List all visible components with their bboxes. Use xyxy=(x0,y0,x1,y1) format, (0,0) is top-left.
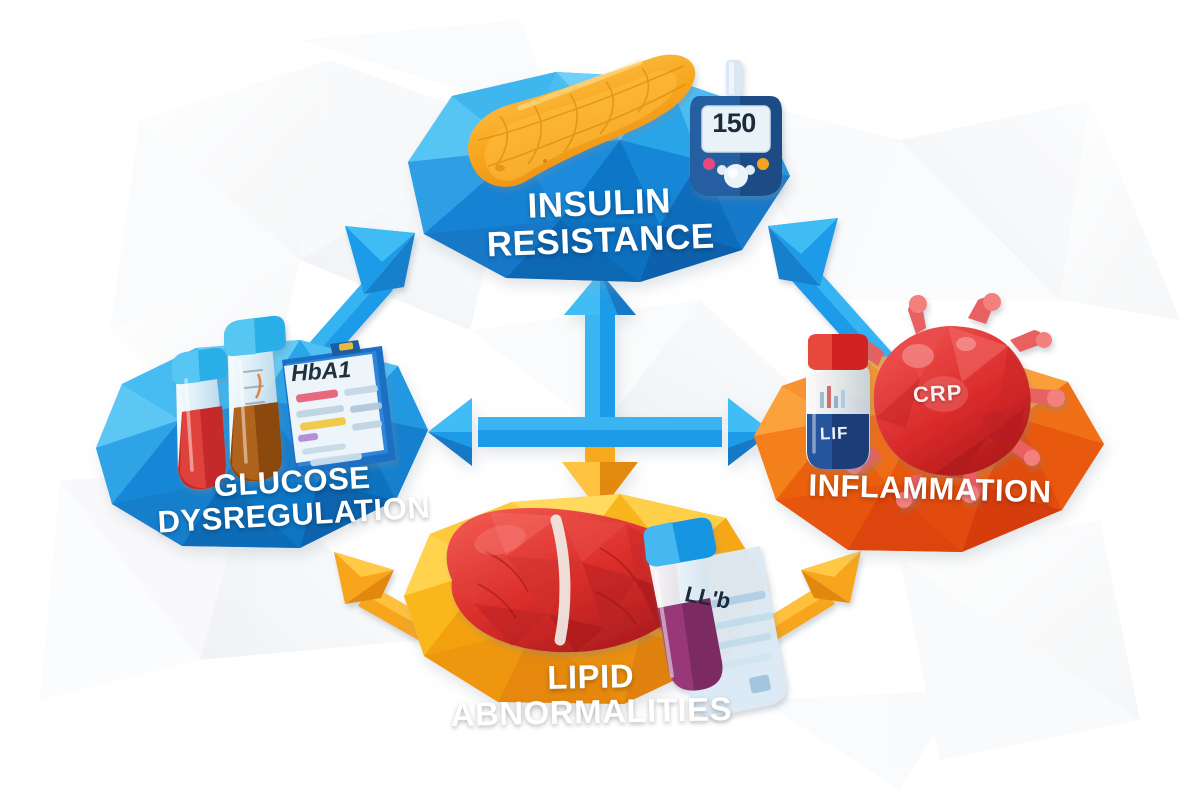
blood-test-tube xyxy=(172,347,228,490)
lipid-panel-vial xyxy=(643,517,787,717)
glucose-meter-device[interactable] xyxy=(690,60,782,196)
inflammatory-cell xyxy=(832,293,1065,508)
connector-center-cross xyxy=(428,272,772,512)
arrowhead-left xyxy=(428,398,472,466)
arrowhead-up xyxy=(564,272,636,315)
assay-vial xyxy=(806,334,870,469)
lab-report-clipboard xyxy=(282,340,396,476)
pancreas-illustration xyxy=(468,54,696,187)
connector-lipid-to-inflammation xyxy=(762,551,861,641)
urine-test-tube xyxy=(224,315,286,482)
